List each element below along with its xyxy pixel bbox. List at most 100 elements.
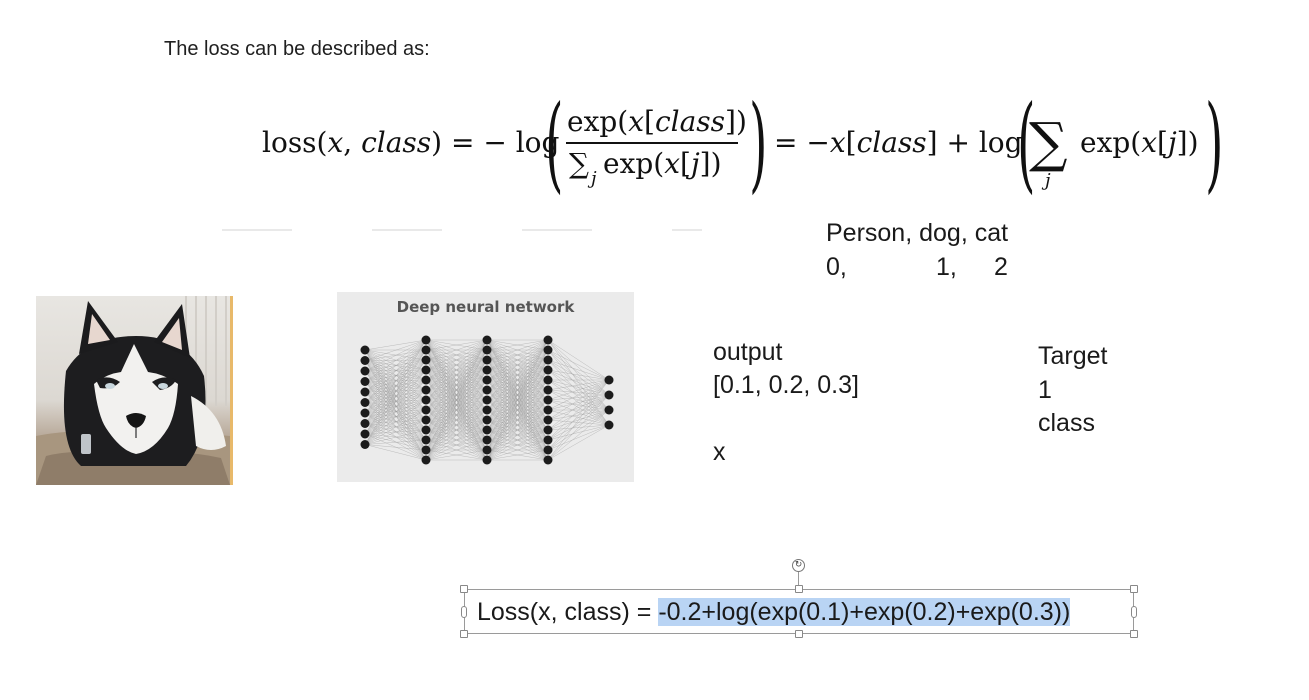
dnn-connection: [486, 339, 549, 371]
dnn-connection: [486, 379, 549, 461]
dnn-node: [543, 375, 553, 385]
dnn-connection: [364, 349, 427, 381]
output-values: [0.1, 0.2, 0.3]: [713, 371, 859, 399]
resize-handle-bottom-center[interactable]: [795, 630, 803, 638]
husky-photo[interactable]: [36, 296, 233, 485]
dnn-connection: [547, 379, 610, 421]
dnn-connection: [486, 449, 549, 461]
resize-handle-middle-right[interactable]: [1131, 606, 1137, 618]
dnn-connection: [364, 379, 427, 414]
dnn-connection: [486, 339, 549, 451]
resize-handle-middle-left[interactable]: [461, 606, 467, 618]
dnn-connection: [364, 423, 427, 441]
dnn-connection: [364, 349, 427, 401]
resize-handle-bottom-left[interactable]: [460, 630, 468, 638]
dnn-connection: [547, 379, 610, 451]
dnn-connection: [364, 402, 427, 451]
dnn-connection: [364, 433, 427, 451]
dnn-connection: [364, 370, 427, 391]
dnn-connection: [364, 370, 427, 421]
dnn-node: [482, 435, 492, 445]
dnn-title: Deep neural network: [396, 298, 575, 316]
left-paren-1: (: [545, 82, 564, 204]
dnn-connection: [425, 429, 488, 461]
dnn-connection: [364, 444, 427, 461]
rotate-handle-icon[interactable]: ↻: [792, 559, 805, 572]
dnn-node: [604, 390, 614, 400]
dnn-connection: [425, 369, 488, 461]
selected-text[interactable]: -0.2+log(exp(0.1)+exp(0.2)+exp(0.3)): [658, 598, 1071, 626]
dnn-connection: [364, 359, 427, 445]
dnn-connection: [547, 394, 610, 441]
dnn-connection: [425, 339, 488, 381]
dnn-connection: [364, 370, 427, 461]
dnn-node: [421, 405, 431, 415]
loss-formula: loss(x, class) = − log ( exp(x[class]) ∑…: [262, 82, 1223, 204]
dnn-connection: [364, 381, 427, 431]
dnn-node: [360, 408, 370, 418]
sum-sigma: ∑: [1029, 111, 1068, 174]
dnn-connection: [425, 379, 488, 461]
deep-neural-network-image[interactable]: Deep neural network: [337, 292, 634, 482]
dnn-node: [543, 435, 553, 445]
dnn-node: [360, 419, 370, 428]
dnn-connection: [547, 379, 610, 441]
dnn-connection: [364, 409, 427, 435]
dnn-connection: [364, 389, 427, 445]
dnn-connection: [364, 429, 427, 435]
resize-handle-top-right[interactable]: [1130, 585, 1138, 593]
dnn-connection: [364, 370, 427, 431]
dnn-connection: [547, 339, 610, 396]
dnn-connection: [425, 339, 488, 441]
dnn-node: [421, 345, 431, 355]
dnn-node: [482, 355, 492, 365]
dnn-connection: [486, 409, 549, 461]
dnn-connection: [364, 381, 427, 411]
dnn-connection: [364, 370, 427, 441]
dnn-connection: [364, 433, 427, 441]
dnn-connection: [364, 412, 427, 431]
dnn-connection: [486, 339, 549, 361]
dnn-connection: [364, 349, 427, 361]
dnn-node: [482, 395, 492, 405]
dnn-connection: [364, 370, 427, 381]
dnn-connection: [364, 402, 427, 421]
dnn-connection: [364, 423, 427, 451]
dnn-connection: [425, 339, 488, 391]
textbox-text[interactable]: Loss(x, class) = -0.2+log(exp(0.1)+exp(0…: [477, 598, 1071, 627]
dnn-connection: [425, 399, 488, 461]
dnn-connection: [364, 391, 427, 401]
dnn-connection: [364, 339, 427, 424]
dnn-connection: [364, 349, 427, 393]
dnn-connection: [364, 381, 427, 391]
dnn-node: [360, 377, 370, 386]
dnn-connection: [364, 412, 427, 461]
dnn-connection: [364, 409, 427, 414]
faint-divider: [222, 229, 702, 231]
dnn-connection: [486, 339, 549, 431]
loss-textbox[interactable]: Loss(x, class) = -0.2+log(exp(0.1)+exp(0…: [464, 589, 1134, 634]
dnn-node: [360, 440, 370, 449]
dnn-connection: [364, 349, 427, 411]
dnn-connection: [364, 369, 427, 424]
resize-handle-top-left[interactable]: [460, 585, 468, 593]
dnn-connection: [364, 419, 427, 424]
dnn-connection: [364, 360, 427, 371]
dnn-connection: [364, 379, 427, 393]
target-value: 1: [1038, 376, 1052, 404]
dnn-connection: [486, 369, 549, 461]
dnn-node: [543, 385, 553, 395]
dnn-connection: [547, 379, 610, 461]
dnn-connection: [547, 379, 610, 431]
dnn-connection: [547, 424, 610, 461]
dnn-connection: [547, 379, 610, 401]
dnn-connection: [547, 394, 610, 411]
resize-handle-top-center[interactable]: [795, 585, 803, 593]
dnn-connection: [364, 349, 427, 441]
dnn-connection: [547, 409, 610, 451]
dnn-node: [360, 398, 370, 407]
dnn-connection: [547, 369, 610, 396]
dnn-node: [421, 415, 431, 425]
dnn-connection: [364, 360, 427, 421]
resize-handle-bottom-right[interactable]: [1130, 630, 1138, 638]
